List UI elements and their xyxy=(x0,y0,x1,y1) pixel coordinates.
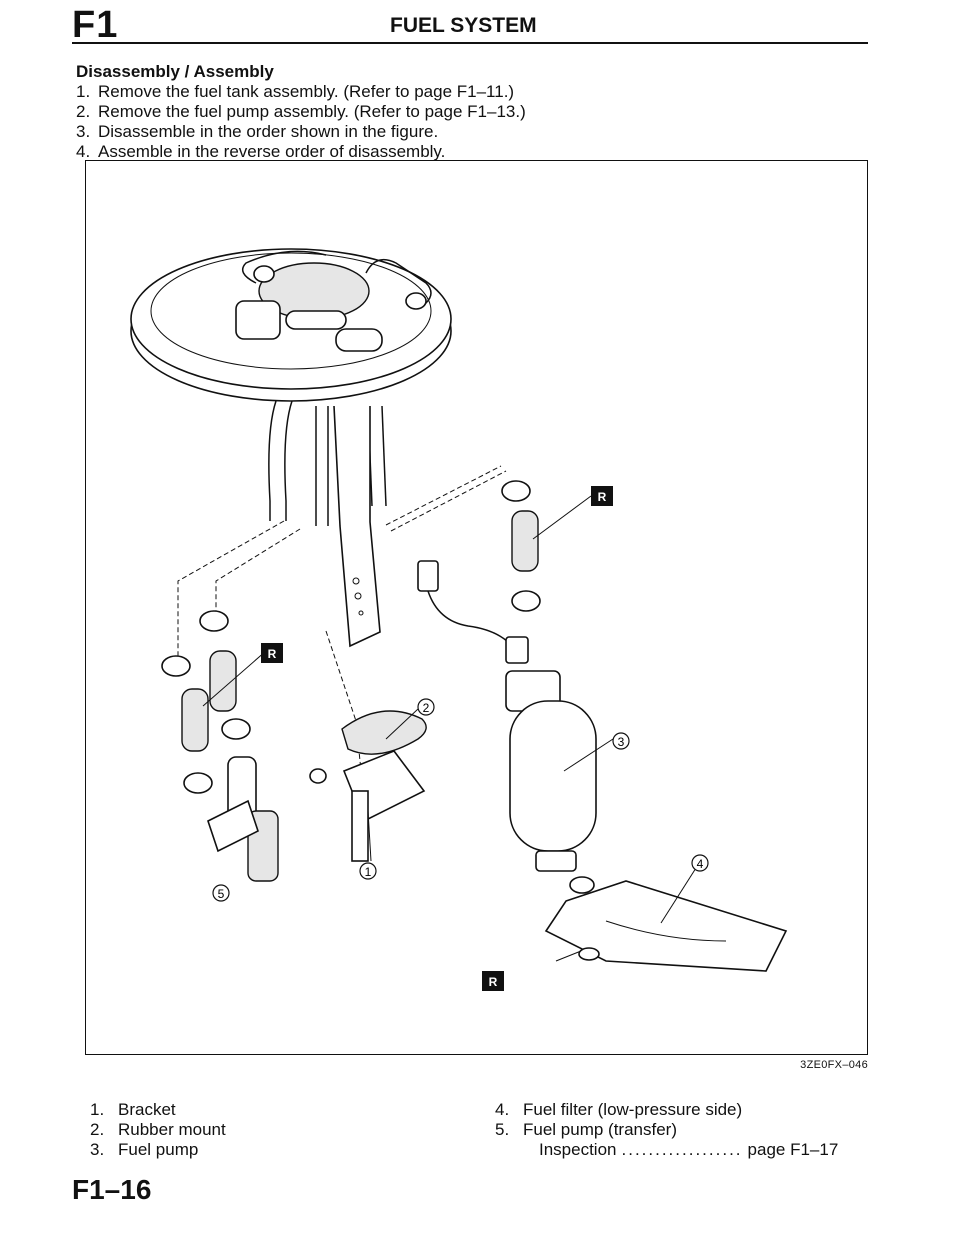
replace-marker-label: R xyxy=(598,490,607,504)
inspection-label: Inspection xyxy=(539,1140,617,1159)
fuel-filter xyxy=(544,876,788,972)
bracket-and-rubber-mount xyxy=(309,710,427,862)
legend-text: Rubber mount xyxy=(118,1120,226,1139)
pump-hose-right xyxy=(501,480,541,612)
header-rule xyxy=(72,42,868,44)
callout-number: 2 xyxy=(423,701,430,715)
leader-dots: .................. xyxy=(621,1140,743,1159)
callout-3: 3 xyxy=(612,732,630,750)
legend-number: 5. xyxy=(495,1120,510,1139)
callout-number: 5 xyxy=(218,887,225,901)
legend-item: 5. Fuel pump (transfer) xyxy=(495,1120,838,1140)
fuel-pump xyxy=(505,670,597,872)
legend-text: Fuel pump xyxy=(118,1140,199,1159)
callout-number: 1 xyxy=(365,865,372,879)
procedure-step: 1. Remove the fuel tank assembly. (Refer … xyxy=(76,82,526,102)
step-text: Remove the fuel tank assembly. (Refer to… xyxy=(98,82,515,101)
page-title: FUEL SYSTEM xyxy=(390,14,537,37)
section-code: F1 xyxy=(72,4,119,46)
replace-marker xyxy=(261,643,283,663)
step-text: Assemble in the reverse order of disasse… xyxy=(98,142,446,161)
inspection-page-ref: page F1–17 xyxy=(747,1140,839,1159)
procedure-step: 3. Disassemble in the order shown in the … xyxy=(76,122,526,142)
callout-5: 5 xyxy=(212,884,230,902)
legend-number: 2. xyxy=(90,1120,105,1139)
legend-text: Bracket xyxy=(118,1100,176,1119)
callout-1: 1 xyxy=(359,862,377,880)
replace-marker-label: R xyxy=(489,975,498,989)
procedure-steps: 1. Remove the fuel tank assembly. (Refer … xyxy=(76,82,526,162)
pump-unit-plate xyxy=(130,248,452,402)
leader-lines xyxy=(202,495,697,962)
transfer-pump-hoses-left xyxy=(161,610,279,882)
page-number: F1–16 xyxy=(72,1174,152,1205)
step-number: 3. xyxy=(76,122,91,141)
legend-number: 1. xyxy=(90,1100,105,1119)
legend-text: Fuel filter (low-pressure side) xyxy=(523,1100,743,1119)
legend-text: Fuel pump (transfer) xyxy=(523,1120,677,1139)
callout-4: 4 xyxy=(691,854,709,872)
pump-harness xyxy=(417,560,529,664)
exploded-view-figure: R R R 1 2 3 4 5 xyxy=(85,160,868,1055)
callout-number: 3 xyxy=(618,735,625,749)
legend-item: 2. Rubber mount xyxy=(90,1120,226,1140)
inspection-reference: Inspection .................. page F1–17 xyxy=(495,1140,838,1160)
callout-number: 4 xyxy=(697,857,704,871)
legend-item: 4. Fuel filter (low-pressure side) xyxy=(495,1100,838,1120)
legend-number: 3. xyxy=(90,1140,105,1159)
figure-code: 3ZE0FX–046 xyxy=(800,1059,868,1071)
step-text: Disassemble in the order shown in the fi… xyxy=(98,122,439,141)
procedure-section: Disassembly / Assembly 1. Remove the fuel… xyxy=(76,62,526,162)
replace-marker xyxy=(482,971,504,991)
replace-marker xyxy=(591,486,613,506)
step-number: 4. xyxy=(76,142,91,161)
legend-item: 1. Bracket xyxy=(90,1100,226,1120)
procedure-step: 4. Assemble in the reverse order of disas… xyxy=(76,142,526,162)
fuel-pump-exploded-diagram: R R R 1 2 3 4 5 xyxy=(130,248,788,991)
legend-left: 1. Bracket 2. Rubber mount 3. Fuel pump xyxy=(90,1100,226,1160)
legend-item: 3. Fuel pump xyxy=(90,1140,226,1160)
procedure-step: 2. Remove the fuel pump assembly. (Refer … xyxy=(76,102,526,122)
step-number: 2. xyxy=(76,102,91,121)
procedure-heading: Disassembly / Assembly xyxy=(76,62,274,81)
step-text: Remove the fuel pump assembly. (Refer to… xyxy=(98,102,526,121)
legend-right: 4. Fuel filter (low-pressure side) 5. Fuel… xyxy=(495,1100,838,1160)
legend-number: 4. xyxy=(495,1100,510,1119)
replace-markers: R R R xyxy=(261,486,613,991)
replace-marker-label: R xyxy=(268,647,277,661)
pump-unit-pipes xyxy=(268,400,387,648)
step-number: 1. xyxy=(76,82,91,101)
callout-2: 2 xyxy=(417,698,435,716)
